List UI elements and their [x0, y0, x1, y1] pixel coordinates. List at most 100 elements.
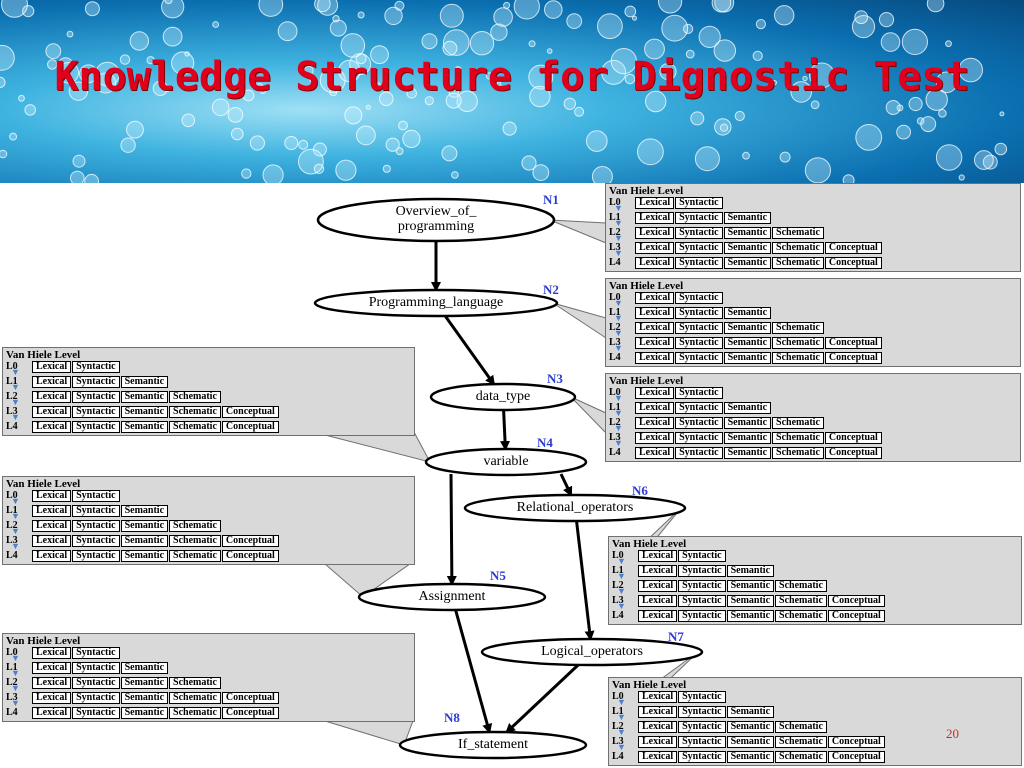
edge-n3-n4	[500, 409, 511, 451]
node-n1-ellipse	[316, 197, 556, 243]
bubble	[685, 49, 695, 59]
level-cell: Lexical	[32, 361, 72, 373]
node-n2-ellipse	[313, 288, 559, 318]
node-n7-label: Logical_operators	[482, 644, 702, 659]
level-label-text: L0	[609, 387, 621, 398]
level-label-text: L2	[609, 227, 621, 238]
level-label: L1▼	[6, 505, 32, 521]
level-cell: Semantic	[726, 565, 775, 577]
bubble	[456, 90, 478, 113]
bubble	[227, 107, 244, 123]
level-cell: Syntactic	[675, 432, 723, 444]
bubble	[262, 164, 284, 183]
level-cell: Syntactic	[675, 292, 723, 304]
level-cell: Semantic	[723, 322, 772, 334]
level-label-text: L4	[609, 352, 621, 363]
down-arrow-icon: ▼	[11, 668, 20, 678]
bubble	[451, 171, 459, 179]
bubble	[591, 166, 613, 183]
level-label-text: L1	[609, 212, 621, 223]
down-arrow-icon: ▼	[11, 412, 20, 422]
level-cell: Semantic	[723, 432, 772, 444]
level-cell: Conceptual	[824, 432, 882, 444]
level-label-text: L4	[609, 257, 621, 268]
bubble	[935, 144, 963, 171]
bubbles-decoration	[0, 0, 1008, 183]
level-cell: Lexical	[635, 447, 675, 459]
level-cell: Lexical	[635, 337, 675, 349]
bubble	[120, 137, 136, 153]
level-cell: Lexical	[635, 402, 675, 414]
down-arrow-icon: ▼	[617, 727, 626, 737]
bubble	[771, 80, 778, 86]
bubble	[790, 81, 813, 103]
level-cell: Schematic	[772, 242, 824, 254]
node-id-n1: N1	[543, 192, 559, 207]
level-cell: Semantic	[120, 707, 169, 719]
level-cell: Conceptual	[221, 406, 279, 418]
level-cell: Lexical	[32, 707, 72, 719]
bubble	[935, 71, 958, 94]
level-label: L0▼	[612, 550, 638, 566]
bubble	[958, 174, 965, 181]
level-label: L2▼	[612, 721, 638, 737]
water-banner	[0, 0, 1024, 183]
bubble	[439, 3, 464, 28]
node-n4-ellipse	[424, 447, 588, 477]
level-cell: Lexical	[635, 292, 675, 304]
level-cell: Lexical	[638, 580, 678, 592]
bubble	[119, 54, 131, 65]
node-n7-ellipse	[480, 637, 704, 667]
panel-title: Van Hiele Level	[612, 679, 687, 691]
level-label: L4	[612, 610, 638, 622]
bubble	[842, 174, 855, 183]
bubble	[181, 113, 196, 128]
level-cell: Syntactic	[678, 595, 726, 607]
bubble	[532, 164, 550, 182]
level-cell: Lexical	[32, 421, 72, 433]
level-cell: Syntactic	[678, 565, 726, 577]
level-cell: Syntactic	[678, 610, 726, 622]
level-label-text: L3	[609, 432, 621, 443]
bubble	[129, 31, 150, 51]
bubble	[809, 62, 835, 89]
level-cell: Syntactic	[678, 751, 726, 763]
level-label: L3▼	[609, 337, 635, 353]
bubble	[851, 15, 876, 39]
bubble	[624, 73, 636, 85]
level-cell: Syntactic	[675, 242, 723, 254]
bubble	[945, 40, 952, 48]
level-cell: Conceptual	[824, 352, 882, 364]
level-cell: Lexical	[638, 691, 678, 703]
level-cell: Lexical	[32, 376, 72, 388]
level-cell: Syntactic	[675, 322, 723, 334]
level-cell: Syntactic	[678, 706, 726, 718]
bubble	[18, 94, 25, 102]
level-cell: Conceptual	[221, 692, 279, 704]
bubble	[441, 145, 458, 162]
level-cell: Syntactic	[72, 692, 120, 704]
level-cell: Syntactic	[72, 490, 120, 502]
bubble	[95, 61, 120, 87]
bubble	[658, 0, 683, 14]
panel-title: Van Hiele Level	[609, 185, 684, 197]
down-arrow-icon: ▼	[614, 248, 623, 258]
node-n8-ellipse	[398, 730, 588, 760]
bubble	[24, 104, 37, 116]
level-label-text: L4	[6, 550, 18, 561]
node-label-line: variable	[483, 453, 529, 469]
level-cell: Conceptual	[824, 447, 882, 459]
